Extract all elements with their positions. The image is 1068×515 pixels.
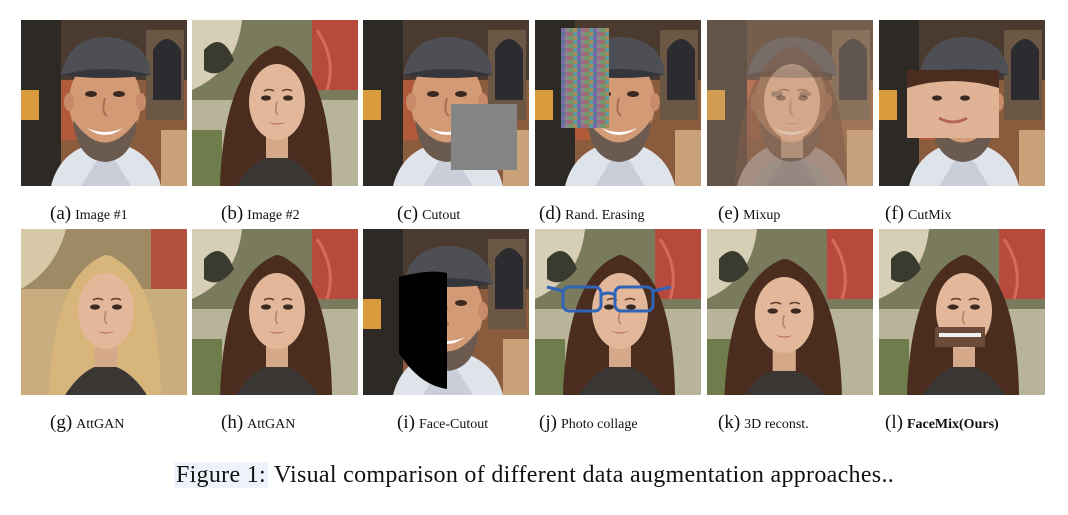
subfigure-label: (h)AttGAN [221, 412, 393, 434]
figure-panel-image [363, 20, 529, 186]
figure-panel-image [192, 20, 358, 186]
subfigure-label: (b)Image #2 [221, 203, 393, 225]
subfigure-name: Image #1 [75, 208, 128, 223]
subfigure-name: AttGAN [76, 417, 125, 432]
figure-panel-image [535, 20, 701, 186]
subfigure-letter: (l) [885, 412, 903, 433]
subfigure-label: (g)AttGAN [50, 412, 222, 434]
subfigure-label: (c)Cutout [397, 203, 569, 225]
figure-panel-image [363, 229, 529, 395]
figure-caption: Figure 1: Visual comparison of different… [0, 462, 1068, 489]
figure-panel-image [535, 229, 701, 395]
subfigure-label: (e)Mixup [718, 203, 890, 225]
subfigure-name: Photo collage [560, 417, 638, 432]
figure-panel-image [879, 229, 1045, 395]
subfigure-name: Mixup [743, 208, 781, 223]
subfigure-name: Cutout [422, 208, 461, 223]
subfigure-letter: (h) [221, 412, 244, 433]
figure-panel-image [21, 20, 187, 186]
subfigure-letter: (c) [397, 203, 419, 224]
subfigure-name: Face-Cutout [418, 417, 489, 432]
subfigure-name: CutMix [907, 208, 952, 223]
subfigure-letter: (i) [397, 412, 415, 433]
subfigure-name: FaceMix(Ours) [906, 417, 999, 432]
subfigure-label: (i)Face-Cutout [397, 412, 569, 434]
subfigure-label: (d)Rand. Erasing [539, 203, 711, 225]
subfigure-letter: (a) [50, 203, 72, 224]
subfigure-name: 3D reconst. [744, 417, 809, 432]
figure-panel-image [879, 20, 1045, 186]
subfigure-label: (k)3D reconst. [718, 412, 890, 434]
subfigure-letter: (e) [718, 203, 740, 224]
figure-panel-image [707, 20, 873, 186]
subfigure-label: (a)Image #1 [50, 203, 222, 225]
subfigure-name: Image #2 [247, 208, 300, 223]
subfigure-label: (l)FaceMix(Ours) [885, 412, 1057, 434]
subfigure-name: AttGAN [247, 417, 296, 432]
subfigure-label: (f)CutMix [885, 203, 1057, 225]
subfigure-letter: (k) [718, 412, 741, 433]
figure-panel-image [21, 229, 187, 395]
subfigure-name: Rand. Erasing [565, 208, 645, 223]
caption-label: Figure 1: [173, 462, 268, 488]
figure-panel-image [707, 229, 873, 395]
subfigure-letter: (d) [539, 203, 562, 224]
subfigure-letter: (j) [539, 412, 557, 433]
subfigure-letter: (f) [885, 203, 904, 224]
caption-text: Visual comparison of different data augm… [267, 462, 895, 488]
subfigure-label: (j)Photo collage [539, 412, 711, 434]
figure-panel-image [192, 229, 358, 395]
subfigure-letter: (b) [221, 203, 244, 224]
subfigure-letter: (g) [50, 412, 73, 433]
